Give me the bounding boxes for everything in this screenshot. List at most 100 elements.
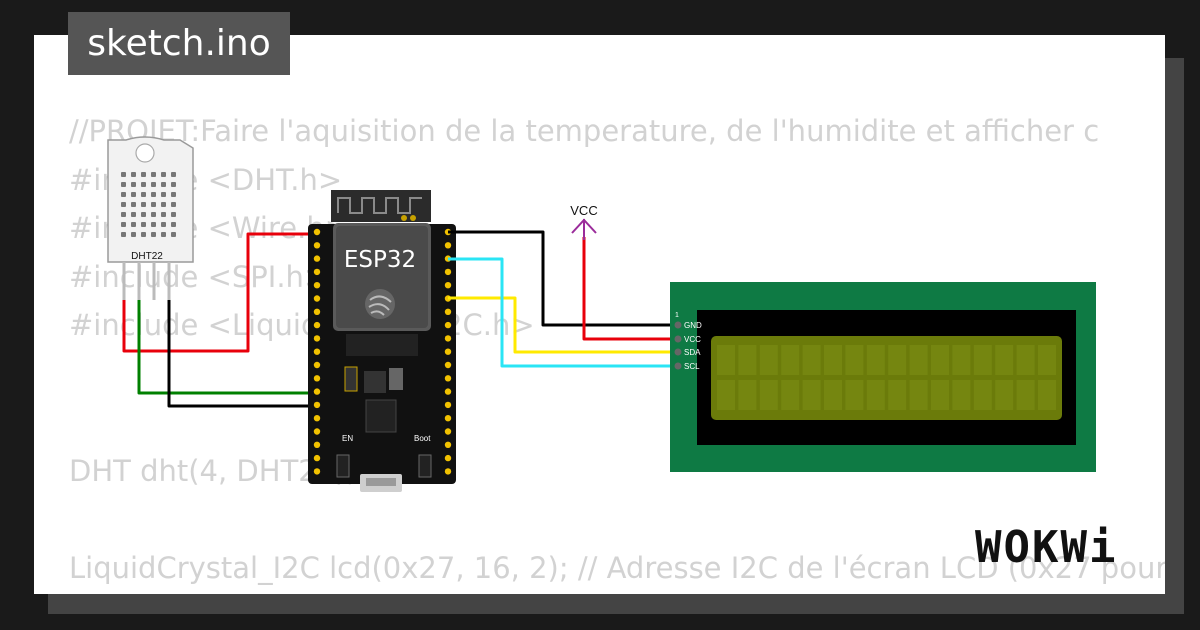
lcd-pin-vcc: VCC bbox=[674, 335, 701, 344]
header-pin bbox=[444, 361, 452, 369]
lcd-character-cell bbox=[973, 345, 992, 375]
svg-text:VCC: VCC bbox=[684, 335, 701, 344]
grill-hole bbox=[151, 232, 156, 237]
header-pin bbox=[313, 468, 321, 475]
header-pin bbox=[313, 308, 321, 315]
header-pin bbox=[313, 295, 321, 302]
header-pin bbox=[313, 441, 321, 448]
grill-hole bbox=[131, 172, 136, 177]
lcd-character-cell bbox=[717, 345, 735, 375]
lcd-character-cell bbox=[909, 380, 928, 410]
wokwi-logo: WOKWi bbox=[975, 522, 1118, 573]
code-line: DHT dht(4, DHT22); bbox=[69, 453, 357, 488]
header-pin bbox=[313, 454, 321, 462]
grill-hole bbox=[171, 222, 176, 227]
file-title: sketch.ino bbox=[68, 12, 290, 75]
header-pin bbox=[444, 268, 452, 276]
grill-hole bbox=[141, 192, 146, 197]
lcd-character-cell bbox=[717, 380, 735, 410]
header-pin bbox=[444, 388, 452, 395]
lcd-character-cell bbox=[952, 345, 971, 375]
grill-hole bbox=[121, 182, 126, 187]
header-pin bbox=[313, 388, 321, 395]
grill-hole bbox=[141, 202, 146, 207]
lcd-character-cell bbox=[759, 345, 778, 375]
header-pin bbox=[313, 415, 321, 422]
grill-hole bbox=[171, 202, 176, 207]
grill-hole bbox=[141, 232, 146, 237]
lcd-character-cell bbox=[802, 380, 821, 410]
grill-hole bbox=[121, 222, 126, 227]
lcd-pin-scl: SCL bbox=[674, 362, 700, 371]
header-pin bbox=[444, 401, 452, 409]
lcd-character-cell bbox=[824, 380, 842, 410]
grill-hole bbox=[121, 232, 126, 237]
boot-button-label: Boot bbox=[414, 434, 431, 443]
lcd-character-cell bbox=[909, 345, 928, 375]
grill-hole bbox=[131, 232, 136, 237]
header-pin bbox=[313, 268, 321, 276]
lcd-character-cell bbox=[824, 345, 842, 375]
grill-hole bbox=[131, 182, 136, 187]
header-pin bbox=[313, 282, 321, 289]
grill-hole bbox=[131, 192, 136, 197]
lcd-pin-sda: SDA bbox=[674, 348, 701, 357]
svg-text:SCL: SCL bbox=[684, 362, 700, 371]
grill-hole bbox=[141, 172, 146, 177]
lcd-character-cell bbox=[952, 380, 971, 410]
svg-text:SDA: SDA bbox=[684, 348, 701, 357]
header-pin bbox=[313, 242, 321, 249]
lcd-character-cell bbox=[995, 345, 1014, 375]
code-line: //PROJET:Faire l'aquisition de la temper… bbox=[69, 114, 1100, 148]
wire-yellow-sda bbox=[448, 296, 682, 354]
i2c-wires bbox=[448, 230, 682, 368]
header-pin bbox=[444, 308, 452, 315]
header-pin bbox=[444, 282, 452, 289]
lcd-character-cell bbox=[759, 380, 778, 410]
grill-hole bbox=[161, 202, 166, 207]
code-line: LiquidCrystal_I2C lcd(0x27, 16, 2); // A… bbox=[69, 550, 1165, 585]
lcd-character-cell bbox=[931, 345, 949, 375]
lcd-character-cell bbox=[866, 345, 885, 375]
grill-hole bbox=[141, 182, 146, 187]
code-background: //PROJET:Faire l'aquisition de la temper… bbox=[69, 107, 1165, 592]
grill-hole bbox=[151, 212, 156, 217]
header-pin bbox=[313, 335, 321, 342]
en-button-label: EN bbox=[342, 434, 353, 443]
lcd-character-cell bbox=[738, 380, 757, 410]
header-pin bbox=[313, 401, 321, 409]
lcd-character-cell bbox=[973, 380, 992, 410]
header-pin bbox=[444, 454, 452, 462]
grill-hole bbox=[121, 192, 126, 197]
header-pin bbox=[313, 228, 321, 236]
header-pin bbox=[313, 361, 321, 369]
grill-hole bbox=[121, 202, 126, 207]
header-pin bbox=[444, 348, 452, 355]
lcd-1602-display[interactable]: 1 GND VCC SDA SCL bbox=[670, 282, 1096, 472]
header-pin bbox=[444, 428, 452, 435]
vcc-label: VCC bbox=[570, 203, 597, 218]
esp32-label: ESP32 bbox=[344, 247, 416, 273]
lcd-character-cell bbox=[1016, 380, 1035, 410]
esp32-board[interactable]: ESP32 EN Boot bbox=[308, 190, 456, 492]
vcc-power-symbol[interactable]: VCC bbox=[570, 203, 598, 240]
lcd-character-cell bbox=[738, 345, 757, 375]
grill-hole bbox=[151, 192, 156, 197]
header-pin bbox=[444, 375, 452, 382]
lcd-pin-gnd: GND bbox=[674, 321, 702, 330]
dht22-sensor[interactable]: DHT22 bbox=[107, 136, 194, 300]
grill-hole bbox=[151, 222, 156, 227]
header-pin bbox=[313, 428, 321, 435]
grill-hole bbox=[161, 212, 166, 217]
wire-black-gnd bbox=[448, 230, 682, 327]
grill-hole bbox=[121, 212, 126, 217]
grill-hole bbox=[171, 182, 176, 187]
wire-cyan-scl bbox=[448, 257, 682, 368]
lcd-character-cell bbox=[1038, 345, 1056, 375]
grill-hole bbox=[141, 212, 146, 217]
header-pin bbox=[444, 242, 452, 249]
header-pin bbox=[444, 335, 452, 342]
lcd-character-cell bbox=[866, 380, 885, 410]
grill-hole bbox=[151, 172, 156, 177]
grill-hole bbox=[161, 182, 166, 187]
